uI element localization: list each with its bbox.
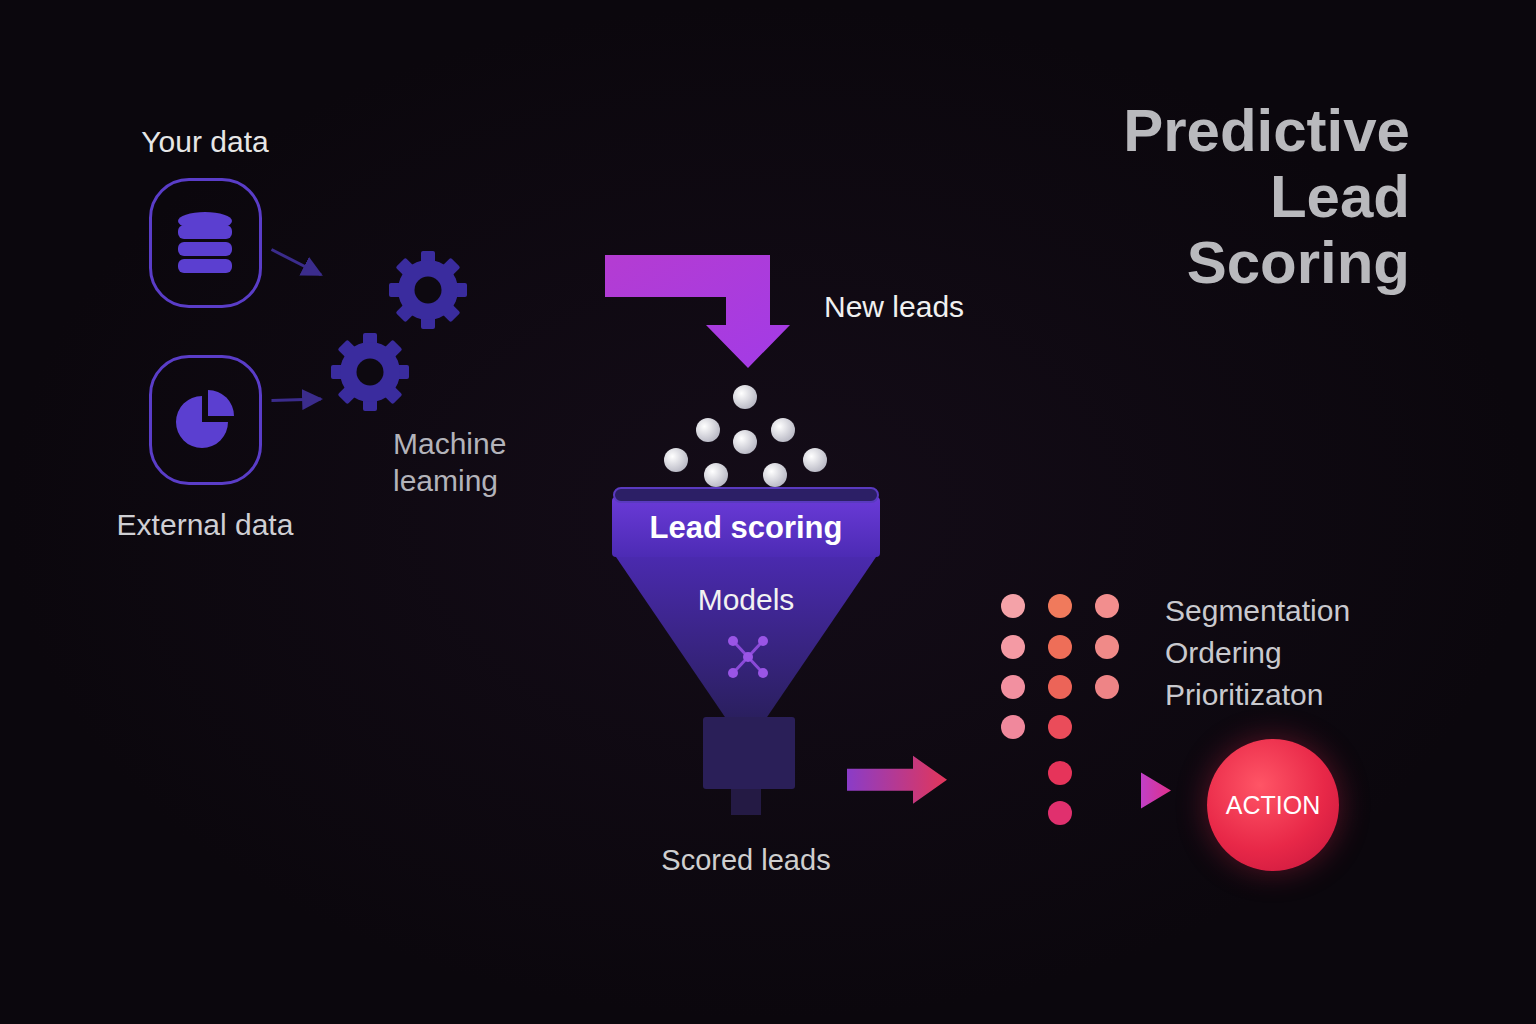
gears — [325, 245, 475, 420]
node-text: External data — [95, 507, 315, 543]
input-arrow — [272, 399, 322, 401]
icon-box — [149, 178, 262, 308]
scored-dots-svg — [995, 588, 1125, 828]
data-source: External data — [95, 355, 315, 543]
input-arrow — [272, 250, 322, 275]
data-source: Your data — [95, 124, 315, 308]
icon-svg — [152, 181, 259, 305]
list: SegmentationOrderingPrioritizaton — [1165, 590, 1395, 716]
scored-dots — [995, 588, 1125, 828]
icon-box — [149, 355, 262, 485]
new-leads-arrow — [605, 255, 790, 368]
node-text: Scored leads — [610, 842, 882, 878]
lead-balls — [664, 385, 827, 487]
node-text: Lead scoring — [610, 509, 882, 547]
node-text: Models — [610, 582, 882, 618]
node-text: Your data — [95, 124, 315, 160]
node-text: ACTION — [1226, 791, 1320, 820]
funnel-node: Lead scoringModelsScored leads — [610, 485, 882, 880]
title: Predictive Lead Scoring — [1123, 98, 1410, 296]
node-text: Machine leaming — [393, 425, 538, 499]
arrow-label: New leads — [824, 290, 964, 324]
node-text: Ordering — [1165, 632, 1395, 674]
node-text: Segmentation — [1165, 590, 1395, 632]
output-arrow — [847, 756, 947, 804]
action-pointer — [1141, 772, 1171, 808]
gears-svg — [325, 245, 475, 420]
icon-svg — [152, 358, 259, 482]
node-text: Prioritizaton — [1165, 674, 1395, 716]
ml-gears: Machine leaming — [325, 245, 540, 505]
action-circle: ACTION — [1207, 739, 1339, 871]
